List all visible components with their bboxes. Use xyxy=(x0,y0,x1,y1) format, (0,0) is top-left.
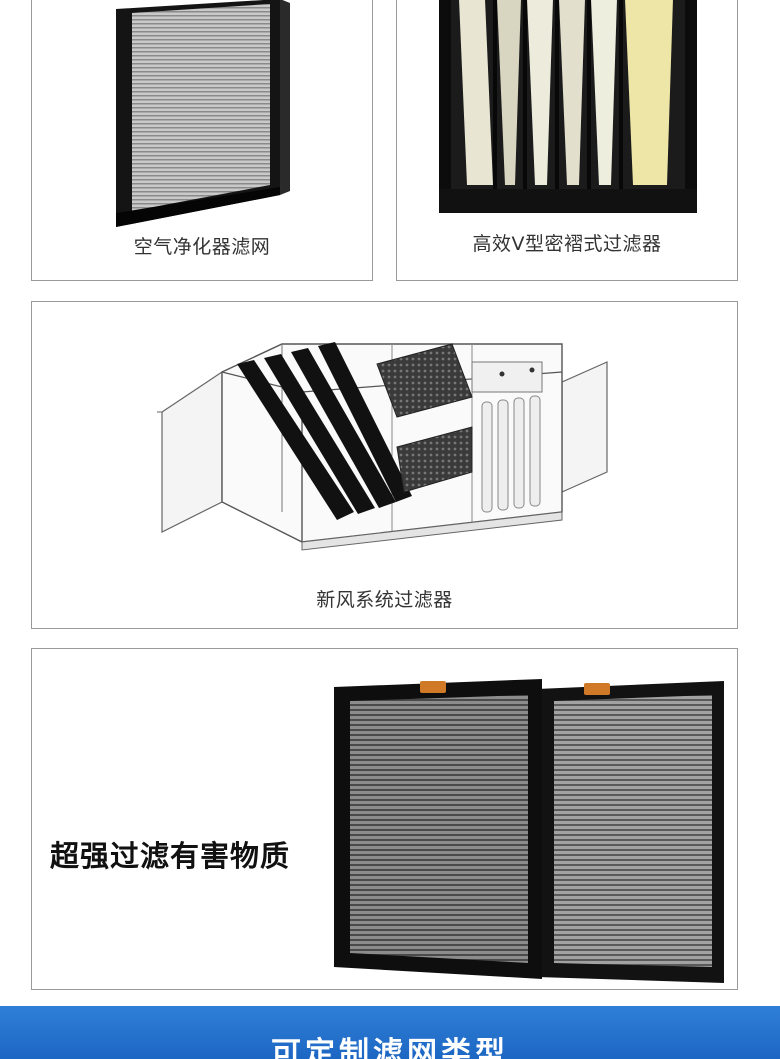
feature-card-filters: 超强过滤有害物质 xyxy=(31,648,738,990)
product-caption: 新风系统过滤器 xyxy=(316,589,453,611)
product-caption: 高效V型密褶式过滤器 xyxy=(472,233,662,255)
fresh-air-system-diagram xyxy=(157,342,608,551)
v-bank-filter-image xyxy=(439,0,697,213)
hepa-filters-image xyxy=(334,679,724,983)
product-card-air-purifier-filter: 空气净化器滤网 xyxy=(31,0,373,281)
feature-headline: 超强过滤有害物质 xyxy=(50,839,291,873)
banner-title: 可定制滤网类型 xyxy=(271,1036,509,1059)
product-caption: 空气净化器滤网 xyxy=(133,236,271,258)
product-card-v-bank-filter: 高效V型密褶式过滤器 xyxy=(396,0,738,281)
air-purifier-filter-image xyxy=(116,0,290,227)
section-banner: 可定制滤网类型 xyxy=(0,1006,780,1059)
product-card-fresh-air-system-filter: 新风系统过滤器 xyxy=(31,301,738,629)
